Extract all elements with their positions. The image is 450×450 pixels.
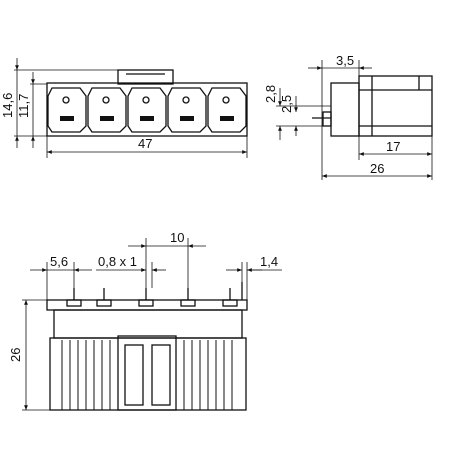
chamber-1 (47, 87, 87, 133)
dim-side-offset-b: 2,5 (279, 95, 294, 113)
bottom-view-lower-body (49, 337, 247, 411)
dim-side-inner-width: 17 (386, 139, 400, 154)
dim-front-height-outer: 14,6 (0, 93, 15, 118)
bottom-view-pin-pads (66, 299, 238, 307)
front-view (14, 58, 248, 158)
chamber-3 (127, 87, 167, 133)
dim-side-width: 26 (370, 161, 384, 176)
chamber-5 (207, 87, 247, 133)
bottom-view-upper-body (53, 309, 243, 339)
bottom-view-top-plate (46, 299, 248, 311)
front-view-chambers (47, 87, 247, 133)
dim-side-offset-a: 2,8 (263, 85, 278, 103)
side-view-body (358, 75, 433, 137)
bottom-view-ribs-right (183, 340, 233, 410)
chamber-4 (167, 87, 207, 133)
front-view-latch (117, 69, 174, 85)
dim-bottom-pitch: 10 (170, 230, 184, 245)
front-view-body (46, 82, 248, 137)
dim-bottom-height: 26 (8, 348, 23, 362)
bottom-view (22, 238, 282, 411)
dim-bottom-pin-size: 0,8 x 1 (98, 254, 137, 269)
bottom-view-ribs-left (61, 340, 111, 410)
dim-side-top-width: 3,5 (336, 53, 354, 68)
dim-bottom-pin-offset: 1,4 (260, 254, 278, 269)
side-view-flange (330, 82, 360, 137)
dim-bottom-edge: 5,6 (50, 254, 68, 269)
chamber-2 (87, 87, 127, 133)
bottom-view-pins (73, 282, 243, 300)
dim-front-height-inner: 11,7 (16, 94, 31, 118)
side-view (276, 60, 433, 180)
bottom-view-latch (117, 335, 177, 411)
side-view-pin (322, 111, 332, 127)
dim-front-width: 47 (138, 136, 152, 151)
